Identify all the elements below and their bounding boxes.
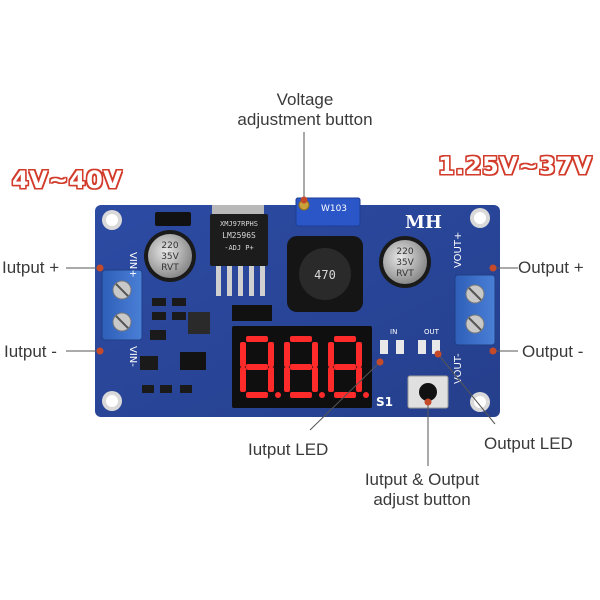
left-cap-text-1: 220 (161, 241, 178, 251)
silk-vout-plus: VOUT+ (453, 232, 464, 268)
input-led (380, 340, 388, 354)
display-digits (240, 336, 369, 398)
silk-s1: S1 (376, 395, 393, 409)
inductor-code: 470 (314, 268, 336, 282)
digit-1-segment-5 (240, 367, 246, 392)
left-cap-text-2: 35V (161, 252, 179, 262)
diode-middle (232, 305, 272, 321)
digit-3-segment-7 (334, 364, 356, 370)
input-plus-label: Iutput + (2, 258, 60, 277)
voltage-adjust-label-line1: Voltage (276, 90, 334, 109)
input-minus-label: Iutput - (4, 342, 57, 361)
voltage-adjust-label: Voltage adjustment button (210, 90, 400, 129)
silk-out: OUT (424, 328, 440, 336)
digit-1-segment-7 (246, 364, 268, 370)
right-capacitor: 220 35V RVT (379, 236, 431, 288)
digit-2-decimal-point (319, 392, 325, 398)
left-cap-text-3: RVT (161, 263, 179, 273)
digit-1-decimal-point (275, 392, 281, 398)
callout-dots (96, 196, 497, 406)
io-adjust-label-line2: adjust button (373, 489, 471, 509)
digit-1-segment-6 (240, 342, 246, 367)
digit-2-segment-3 (312, 367, 318, 392)
brand-mark: MH (405, 212, 442, 233)
digit-2-segment-5 (284, 367, 290, 392)
output-plus-label: Output + (518, 258, 584, 277)
digit-1-segment-4 (246, 392, 268, 398)
input-terminal-block[interactable] (101, 269, 143, 341)
seven-segment-display (232, 326, 372, 408)
pot-code: W103 (321, 204, 347, 214)
chip-text-1: XMJ97RPHS (220, 220, 258, 228)
digit-3-segment-2 (356, 342, 362, 367)
regulator-chip: XMJ97RPHS LM2596S -ADJ P+ (210, 205, 268, 296)
digit-2-segment-4 (290, 392, 312, 398)
smd-components-left (140, 298, 210, 393)
digit-2-segment-6 (284, 342, 290, 367)
io-adjust-label: Iutput & Output adjust button (332, 470, 512, 509)
digit-3-segment-1 (334, 336, 356, 342)
silk-in: IN (390, 328, 397, 336)
input-voltage-range: 4V~40V (12, 166, 123, 194)
output-led (418, 340, 426, 354)
digit-3-segment-4 (334, 392, 356, 398)
output-led-resistor (432, 340, 440, 354)
digit-1-segment-3 (268, 367, 274, 392)
input-led-label: Iutput LED (248, 440, 329, 459)
voltage-adjust-label-line2: adjustment button (237, 109, 373, 129)
input-led-resistor (396, 340, 404, 354)
io-adjust-label-line1: Iutput & Output (364, 470, 480, 489)
silk-vin-minus: VIN- (127, 346, 138, 367)
output-minus-label: Output - (522, 342, 584, 361)
chip-text-2: LM2596S (222, 231, 256, 240)
digit-2-segment-7 (290, 364, 312, 370)
output-led-label: Output LED (484, 434, 573, 453)
left-capacitor: 220 35V RVT (144, 230, 196, 282)
digit-3-decimal-point (363, 392, 369, 398)
output-voltage-range: 1.25V~37V (438, 152, 593, 180)
io-adjust-pushbutton[interactable] (407, 375, 449, 409)
inductor: 470 (287, 236, 363, 312)
silk-vout-minus: VOUT- (453, 353, 464, 384)
mounting-holes (102, 208, 490, 412)
silk-vin-plus: VIN+ (127, 252, 138, 278)
right-cap-text-2: 35V (396, 258, 414, 268)
diode-top-left (155, 212, 191, 226)
right-cap-text-3: RVT (396, 269, 414, 279)
chip-text-3: -ADJ P+ (224, 244, 254, 252)
right-cap-text-1: 220 (396, 247, 413, 257)
output-terminal-block[interactable] (454, 274, 496, 346)
digit-1-segment-1 (246, 336, 268, 342)
digit-2-segment-1 (290, 336, 312, 342)
digit-3-segment-6 (328, 342, 334, 367)
digit-2-segment-2 (312, 342, 318, 367)
digit-1-segment-2 (268, 342, 274, 367)
digit-3-segment-5 (328, 367, 334, 392)
digit-3-segment-3 (356, 367, 362, 392)
